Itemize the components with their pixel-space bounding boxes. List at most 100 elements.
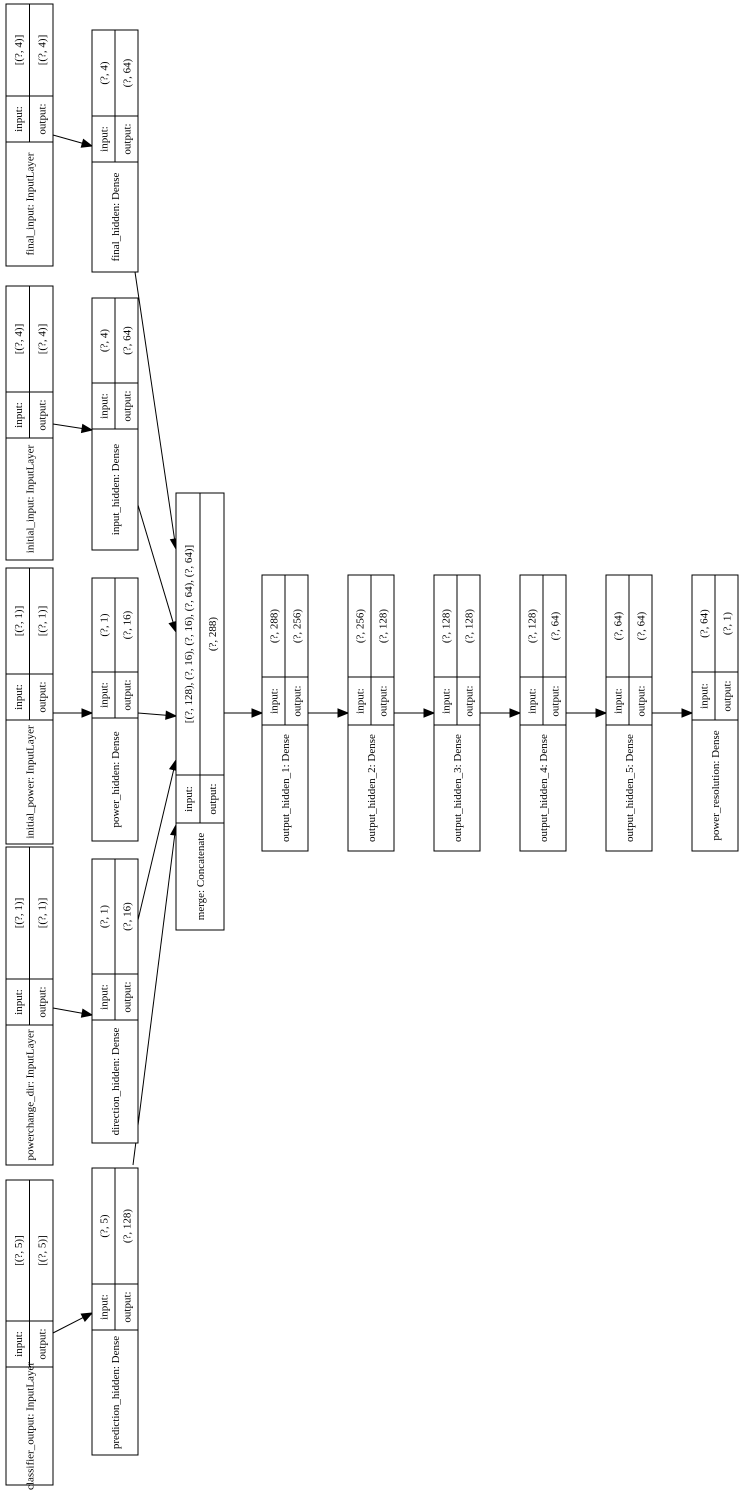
input-label: input: xyxy=(99,682,111,708)
layer-name: output_hidden_4: Dense xyxy=(538,734,550,842)
edge-final-input-to-final-hidden xyxy=(52,134,94,148)
output-shape: (?, 64) xyxy=(122,326,134,355)
edge-power-hidden-to-merge xyxy=(137,710,178,720)
layer-name: prediction_hidden: Dense xyxy=(110,1336,122,1449)
edge-prediction-hidden-to-merge xyxy=(132,823,180,1166)
arrowhead-icon xyxy=(251,708,264,718)
arrowhead-icon xyxy=(80,1008,94,1018)
edge-initial-power-to-power-hidden xyxy=(53,708,94,718)
arrowhead-icon xyxy=(80,138,94,148)
output-shape: [(?, 4)] xyxy=(36,324,48,355)
layer-node-output-hidden-1: output_hidden_1: Dense input: (?, 288) outp… xyxy=(261,574,309,852)
edge-line xyxy=(137,769,175,921)
output-shape: (?, 16) xyxy=(122,610,134,639)
layer-name: initial_power: InputLayer xyxy=(25,725,37,839)
input-label: input: xyxy=(441,688,453,714)
layer-name: powerchange_dir: InputLayer xyxy=(25,1029,37,1160)
edge-line xyxy=(52,1317,84,1334)
output-shape: (?, 1) xyxy=(722,612,734,636)
output-shape: (?, 288) xyxy=(207,617,219,652)
output-label: output: xyxy=(36,399,48,430)
output-label: output: xyxy=(122,390,134,421)
output-label: output: xyxy=(292,685,304,716)
layer-name: output_hidden_1: Dense xyxy=(280,734,292,842)
arrowhead-icon xyxy=(81,708,94,718)
input-label: input: xyxy=(99,126,111,152)
arrowhead-icon xyxy=(337,708,350,718)
arrowhead-icon xyxy=(423,708,436,718)
output-label: output: xyxy=(36,681,48,712)
input-shape: (?, 256) xyxy=(355,609,367,644)
arrowhead-icon xyxy=(165,710,178,720)
layer-name: merge: Concatenate xyxy=(195,833,207,921)
edge-output-hidden-3-to-output-hidden-4 xyxy=(480,708,522,718)
arrowhead-icon xyxy=(80,1312,94,1323)
input-label: input: xyxy=(99,1294,111,1320)
output-label: output: xyxy=(636,685,648,716)
input-shape: (?, 4) xyxy=(99,329,111,353)
edge-line xyxy=(132,834,176,1166)
layer-name: initial_input: InputLayer xyxy=(25,444,37,553)
input-shape: (?, 1) xyxy=(99,905,111,929)
edge-final-hidden-to-merge xyxy=(134,271,180,551)
input-label: input: xyxy=(613,688,625,714)
input-label: input: xyxy=(527,688,539,714)
input-label: input: xyxy=(355,688,367,714)
layer-name: power_resolution: Dense xyxy=(710,730,722,840)
output-shape: (?, 16) xyxy=(122,902,134,931)
layer-name: power_hidden: Dense xyxy=(110,731,122,827)
node-layer: classifier_output: InputLayer input: [(?, … xyxy=(5,3,739,1490)
input-shape: [(?, 4)] xyxy=(13,35,25,66)
input-label: input: xyxy=(183,786,195,812)
edge-line xyxy=(52,134,83,144)
output-label: output: xyxy=(464,685,476,716)
arrowhead-icon xyxy=(595,708,608,718)
input-label: input: xyxy=(99,984,111,1010)
output-label: output: xyxy=(122,981,134,1012)
edge-input-hidden-to-merge xyxy=(137,504,178,634)
layer-node-input-hidden: input_hidden: Dense input: (?, 4) output: (?… xyxy=(91,297,139,551)
edge-layer xyxy=(52,134,694,1334)
input-label: input: xyxy=(99,393,111,419)
output-label: output: xyxy=(722,680,734,711)
output-shape: (?, 64) xyxy=(550,611,562,640)
input-shape: (?, 64) xyxy=(699,609,711,638)
input-label: input: xyxy=(269,688,281,714)
edge-output-hidden-4-to-output-hidden-5 xyxy=(566,708,608,718)
output-shape: (?, 64) xyxy=(636,611,648,640)
output-label: output: xyxy=(378,685,390,716)
input-shape: (?, 288) xyxy=(269,609,281,644)
layer-node-output-hidden-4: output_hidden_4: Dense input: (?, 128) outp… xyxy=(519,574,567,852)
edge-merge-to-output-hidden-1 xyxy=(224,708,264,718)
arrowhead-icon xyxy=(80,423,94,434)
layer-node-power-hidden: power_hidden: Dense input: (?, 1) output: (?… xyxy=(91,577,139,842)
output-label: output: xyxy=(122,679,134,710)
output-shape: (?, 64) xyxy=(122,58,134,87)
input-label: input: xyxy=(699,683,711,709)
layer-name: input_hidden: Dense xyxy=(110,444,122,535)
edge-initial-input-to-input-hidden xyxy=(52,423,94,434)
input-shape: (?, 4) xyxy=(99,61,111,85)
input-shape: (?, 1) xyxy=(99,613,111,637)
input-shape: (?, 128) xyxy=(527,609,539,644)
output-shape: [(?, 5)] xyxy=(36,1235,48,1266)
output-label: output: xyxy=(36,986,48,1017)
layer-node-classifier-output: classifier_output: InputLayerinput:[(?, … xyxy=(5,1179,54,1490)
output-shape: (?, 128) xyxy=(122,1209,134,1244)
edge-line xyxy=(137,712,167,716)
layer-name: final_hidden: Dense xyxy=(110,172,122,261)
input-label: input: xyxy=(13,989,25,1015)
layer-name: classifier_output: InputLayer xyxy=(25,1362,37,1490)
edge-output-hidden-2-to-output-hidden-3 xyxy=(394,708,436,718)
output-label: output: xyxy=(550,685,562,716)
layer-name: output_hidden_2: Dense xyxy=(366,734,378,842)
arrowhead-icon xyxy=(681,708,694,718)
